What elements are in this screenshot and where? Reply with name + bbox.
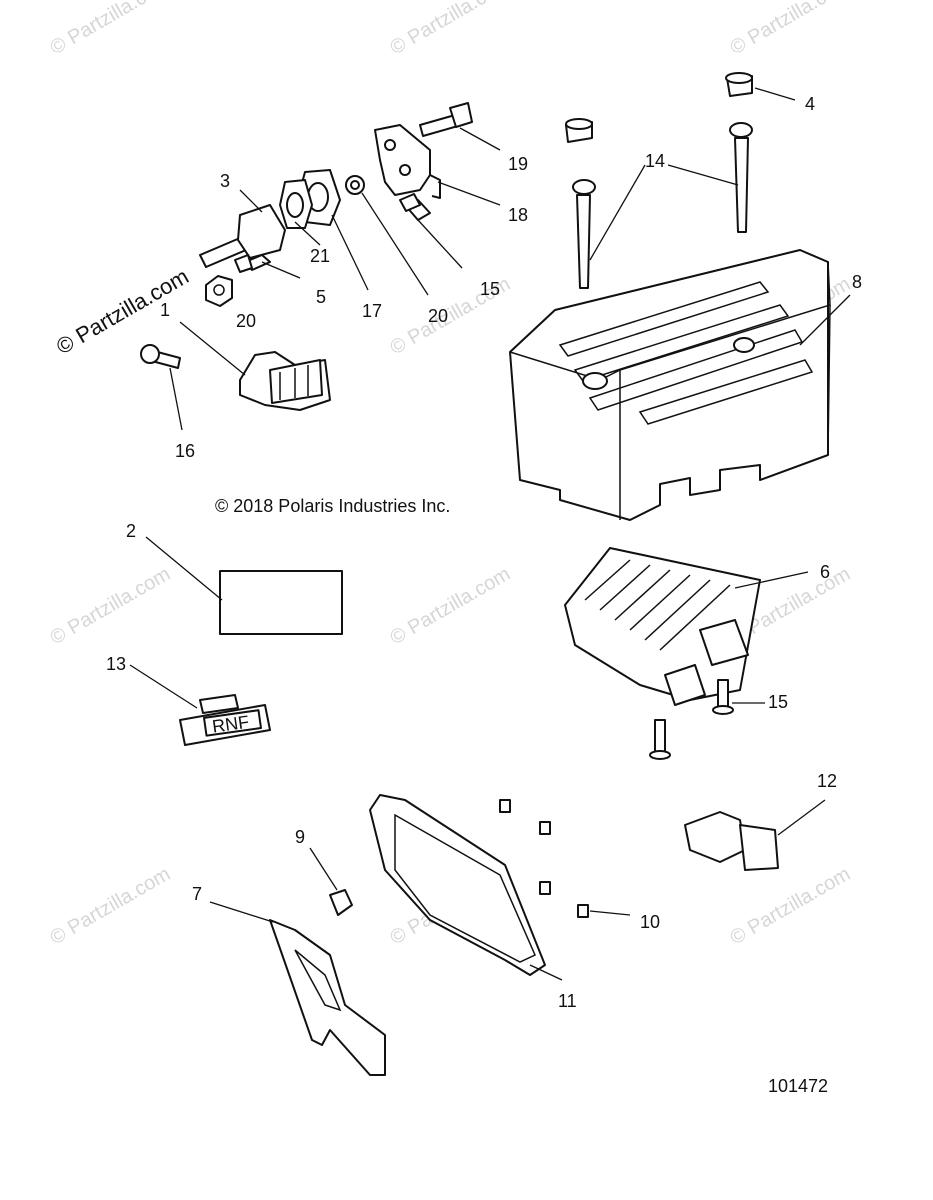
part-1-map-sensor [239, 351, 331, 411]
callout-9: 9 [295, 827, 305, 847]
part-11-ecu [369, 794, 546, 976]
part-12-key-switch [684, 811, 779, 871]
part-13-switch: RNF [179, 694, 271, 746]
part-15-bolts-lower [649, 679, 734, 760]
part-14-bolts [572, 122, 753, 289]
callout-20: 20 [236, 311, 256, 331]
callout-20: 20 [428, 306, 448, 326]
watermark: © Partzilla.com [727, 0, 855, 59]
callout-6: 6 [820, 562, 830, 582]
part-5-bolt [234, 254, 271, 273]
callout-5: 5 [316, 287, 326, 307]
callout-18: 18 [508, 205, 528, 225]
part-20-nut [205, 275, 233, 307]
part-3-sensor [199, 204, 286, 268]
callout-10: 10 [640, 912, 660, 932]
watermark: © Partzilla.com [47, 0, 175, 59]
part-9-pin [329, 889, 353, 916]
part-4-caps [565, 72, 753, 143]
part-2-label [219, 570, 343, 635]
watermark: © Partzilla.com [727, 863, 855, 949]
callout-13: 13 [106, 654, 126, 674]
callout-1: 1 [160, 300, 170, 320]
callout-2: 2 [126, 521, 136, 541]
callout-17: 17 [362, 301, 382, 321]
copyright: © 2018 Polaris Industries Inc. [215, 496, 450, 516]
callouts: 1 2 3 4 5 6 7 8 9 10 11 12 13 14 15 15 1… [106, 94, 862, 1011]
callout-7: 7 [192, 884, 202, 904]
leader-lines [129, 87, 851, 981]
part-20-washer-hole [350, 180, 360, 190]
callout-12: 12 [817, 771, 837, 791]
part-15-bolt-upper [399, 193, 431, 221]
part-19-bolt [419, 102, 473, 137]
callout-3: 3 [220, 171, 230, 191]
callout-15: 15 [768, 692, 788, 712]
callout-21: 21 [310, 246, 330, 266]
part-21-gasket [279, 179, 313, 229]
watermark: © Partzilla.com [387, 0, 515, 59]
callout-11: 11 [558, 991, 577, 1011]
callout-16: 16 [175, 441, 195, 461]
watermark: © Partzilla.com [47, 863, 175, 949]
callout-14: 14 [645, 151, 665, 171]
part-10-screws [499, 799, 589, 918]
watermarks: © Partzilla.com © Partzilla.com © Partzi… [47, 0, 855, 949]
watermark: © Partzilla.com [387, 563, 515, 649]
callout-4: 4 [805, 94, 815, 114]
part-8-cover [509, 249, 831, 521]
part-6-regulator [564, 547, 761, 706]
watermark-dark: © Partzilla.com [52, 264, 193, 360]
callout-19: 19 [508, 154, 528, 174]
callout-15: 15 [480, 279, 500, 299]
part-18-bracket [374, 124, 441, 199]
part-7-bracket [269, 919, 386, 1076]
callout-8: 8 [852, 272, 862, 292]
watermark: © Partzilla.com [47, 563, 175, 649]
part-16-bolt [140, 344, 181, 369]
diagram-number: 101472 [768, 1076, 828, 1096]
